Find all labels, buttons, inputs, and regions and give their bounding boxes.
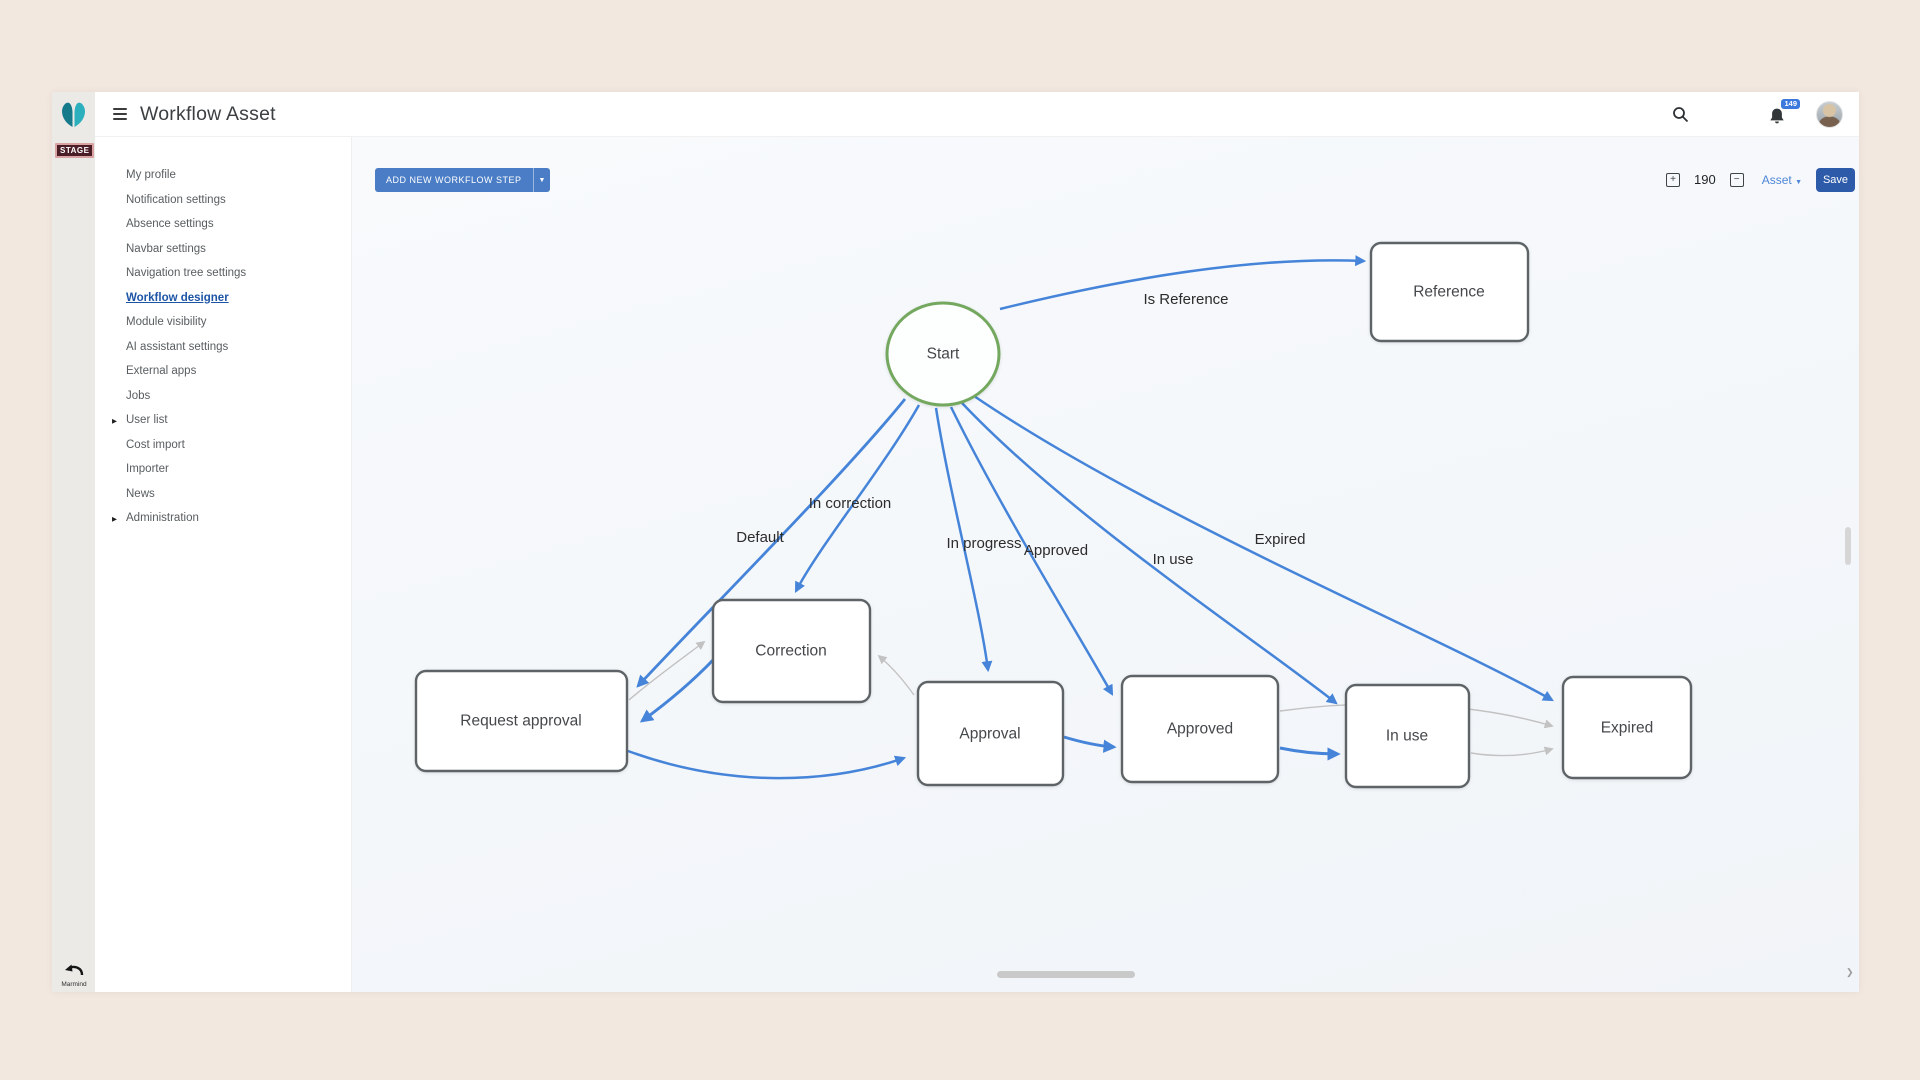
- edge-start-reference[interactable]: [999, 255, 1367, 311]
- horizontal-scrollbar[interactable]: [997, 971, 1135, 978]
- node-reference[interactable]: Reference: [1369, 241, 1530, 343]
- vertical-scrollbar[interactable]: [1845, 527, 1851, 565]
- edge-start-approved[interactable]: [949, 406, 1114, 696]
- svg-text:Reference: Reference: [1413, 284, 1485, 301]
- edge-start-approval[interactable]: [934, 407, 993, 673]
- sidebar-item-administration[interactable]: ▶Administration: [112, 512, 199, 525]
- menu-icon[interactable]: [113, 108, 127, 123]
- chevron-down-icon[interactable]: ▼: [532, 168, 551, 192]
- edge-request-approval-approval[interactable]: [627, 749, 907, 780]
- sidebar-item-ai-assistant-settings[interactable]: AI assistant settings: [126, 340, 229, 353]
- edge-approved-in-use[interactable]: [1279, 746, 1341, 761]
- zoom-level: 190: [1694, 172, 1716, 187]
- sidebar-item-user-list[interactable]: ▶User list: [112, 414, 168, 427]
- expand-caret-icon: ▶: [112, 516, 117, 523]
- node-approval[interactable]: Approval: [916, 680, 1065, 787]
- edge-label-expired: Expired: [1255, 531, 1306, 548]
- sidebar-item-module-visibility[interactable]: Module visibility: [126, 316, 207, 329]
- edge-start-correction[interactable]: [794, 404, 921, 593]
- svg-text:Expired: Expired: [1601, 720, 1654, 737]
- notification-count-badge: 149: [1781, 98, 1800, 109]
- svg-text:Approved: Approved: [1167, 721, 1233, 738]
- save-button[interactable]: Save: [1816, 167, 1855, 192]
- notifications-button[interactable]: 149: [1768, 98, 1800, 128]
- sidebar-item-jobs[interactable]: Jobs: [126, 389, 151, 402]
- svg-text:Start: Start: [927, 346, 960, 363]
- chevron-down-icon: ▼: [1795, 178, 1802, 186]
- edge-correction-request-approval[interactable]: [639, 657, 716, 723]
- sidebar-item-navigation-tree-settings[interactable]: Navigation tree settings: [126, 267, 247, 280]
- sidebar-item-my-profile[interactable]: My profile: [126, 169, 176, 182]
- edge-label-in-progress: In progress: [946, 535, 1021, 552]
- edge-label-is-reference: Is Reference: [1143, 291, 1228, 308]
- settings-sidebar: My profile Notification settings Absence…: [95, 137, 352, 992]
- edge-label-in-use: In use: [1153, 551, 1194, 568]
- node-expired[interactable]: Expired: [1561, 675, 1693, 780]
- sidebar-item-importer[interactable]: Importer: [126, 463, 169, 476]
- zoom-out-button[interactable]: −: [1729, 172, 1744, 187]
- marmind-logo-icon: [62, 102, 85, 127]
- sidebar-item-external-apps[interactable]: External apps: [126, 365, 197, 378]
- zoom-in-button[interactable]: +: [1666, 172, 1680, 187]
- workflow-diagram: Default In correction In progress Approv…: [414, 241, 1693, 789]
- entity-selector-dropdown[interactable]: Asset ▼: [1761, 172, 1802, 187]
- brand-rail: STAGE Marmind: [52, 92, 95, 992]
- app-window: STAGE Marmind Workflow Asset: [52, 92, 1859, 992]
- edge-start-expired[interactable]: [973, 394, 1554, 702]
- edge-label-approved: Approved: [1024, 542, 1088, 559]
- node-in-use[interactable]: In use: [1344, 683, 1471, 789]
- stage-badge: STAGE: [55, 143, 95, 158]
- sidebar-item-absence-settings[interactable]: Absence settings: [126, 218, 214, 231]
- sidebar-item-cost-import[interactable]: Cost import: [126, 438, 185, 451]
- sidebar-item-notification-settings[interactable]: Notification settings: [126, 193, 226, 206]
- node-approved[interactable]: Approved: [1120, 674, 1280, 784]
- add-workflow-step-button[interactable]: ADD NEW WORKFLOW STEP ▼: [375, 168, 551, 192]
- scroll-right-icon[interactable]: ❯: [1846, 967, 1854, 977]
- node-request-approval[interactable]: Request approval: [414, 669, 629, 773]
- edge-label-in-correction: In correction: [809, 495, 892, 512]
- edge-request-approval-correction[interactable]: [628, 640, 706, 701]
- page-title: Workflow Asset: [140, 103, 276, 125]
- sidebar-item-news[interactable]: News: [126, 487, 155, 500]
- top-header: Workflow Asset 149: [95, 92, 1859, 137]
- expand-caret-icon: ▶: [112, 418, 117, 425]
- search-icon[interactable]: [1670, 105, 1690, 125]
- svg-text:In use: In use: [1386, 728, 1428, 745]
- edge-start-in-use[interactable]: [961, 402, 1338, 705]
- edge-label-default: Default: [736, 529, 784, 546]
- marmind-footer-label: Marmind: [61, 981, 87, 988]
- sidebar-item-navbar-settings[interactable]: Navbar settings: [126, 242, 206, 255]
- node-start[interactable]: Start: [885, 301, 1001, 407]
- workflow-designer-canvas: Default In correction In progress Approv…: [352, 137, 1859, 992]
- svg-text:Correction: Correction: [755, 643, 827, 660]
- edge-approval-correction[interactable]: [877, 654, 915, 696]
- user-avatar[interactable]: [1816, 101, 1843, 128]
- marmind-footer-logo: Marmind: [55, 962, 93, 988]
- edge-start-request-approval[interactable]: [636, 398, 907, 688]
- edge-approval-approved[interactable]: [1063, 735, 1117, 753]
- node-correction[interactable]: Correction: [711, 598, 872, 704]
- undo-arrow-icon: [65, 964, 84, 976]
- bell-icon: [1770, 108, 1784, 123]
- svg-text:Approval: Approval: [959, 726, 1020, 743]
- edge-in-use-expired[interactable]: [1470, 746, 1554, 757]
- svg-text:Request approval: Request approval: [460, 713, 582, 730]
- sidebar-item-workflow-designer[interactable]: Workflow designer: [126, 291, 229, 304]
